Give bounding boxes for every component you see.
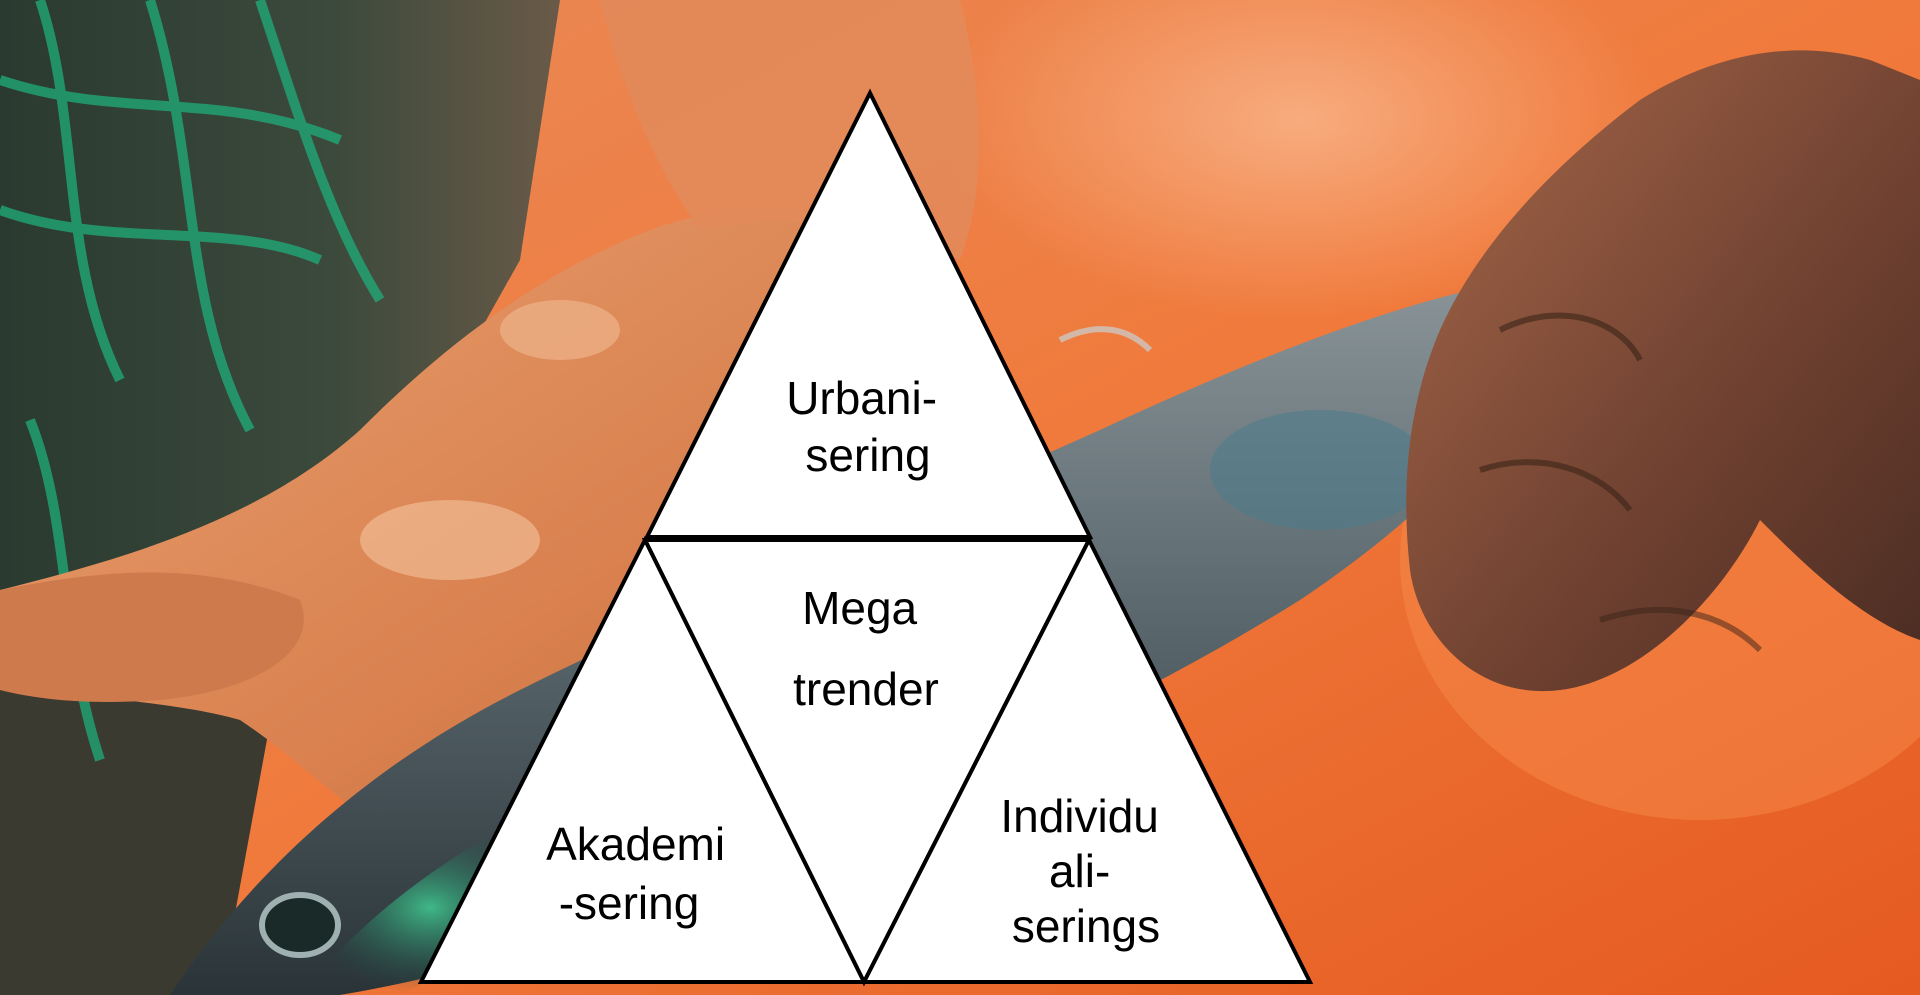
label-center-line-2: trender [793, 663, 939, 715]
label-bottom-left-line-2: -sering [559, 877, 700, 929]
label-bottom-right-line-2: ali- [1049, 845, 1110, 897]
label-bottom-right-line-3: serings [1012, 900, 1160, 952]
label-top-line-1: Urbani- [786, 372, 937, 424]
label-center-line-1: Mega [802, 582, 917, 634]
label-bottom-right-line-1: Individu [1000, 790, 1159, 842]
label-bottom-left-line-1: Akademi [546, 818, 725, 870]
label-top-line-2: sering [805, 429, 930, 481]
